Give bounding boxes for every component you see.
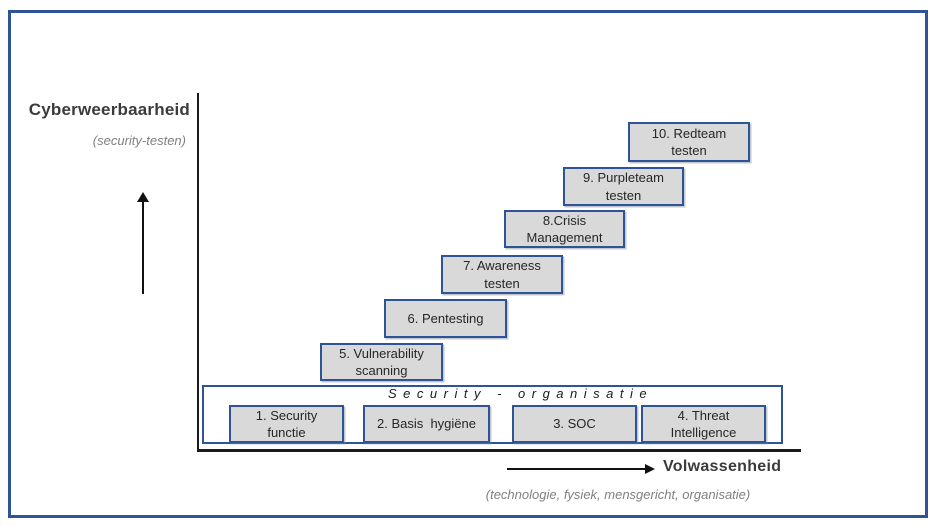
y-axis-subtitle: (security-testen) bbox=[92, 133, 186, 148]
stage-box-8-crisis-management: 8.Crisis Management bbox=[504, 210, 625, 248]
stage-box-4-threat-intelligence: 4. Threat Intelligence bbox=[641, 405, 766, 443]
outer-frame bbox=[8, 10, 928, 518]
y-axis-line bbox=[197, 93, 199, 451]
stage-box-5-vulnerability-scanning: 5. Vulnerability scanning bbox=[320, 343, 443, 381]
stage-box-6-pentesting: 6. Pentesting bbox=[384, 299, 507, 338]
right-arrow-icon bbox=[645, 464, 655, 474]
stage-box-7-awareness-testen: 7. Awareness testen bbox=[441, 255, 563, 294]
stage-box-10-redteam-testen: 10. Redteam testen bbox=[628, 122, 750, 162]
stage-box-9-purpleteam-testen: 9. Purpleteam testen bbox=[563, 167, 684, 206]
up-arrow-shaft bbox=[142, 200, 144, 294]
security-organisatie-label: Security - organisatie bbox=[388, 386, 654, 401]
right-arrow-shaft bbox=[507, 468, 645, 470]
stage-box-3-soc: 3. SOC bbox=[512, 405, 637, 443]
x-axis-line bbox=[197, 449, 801, 452]
y-axis-title: Cyberweerbaarheid bbox=[28, 100, 190, 119]
x-axis-subtitle: (technologie, fysiek, mensgericht, organ… bbox=[485, 487, 751, 502]
stage-box-2-basis-hygiene: 2. Basis hygiëne bbox=[363, 405, 490, 443]
x-axis-title: Volwassenheid bbox=[663, 458, 782, 475]
up-arrow-icon bbox=[137, 192, 149, 202]
stage-box-1-security-functie: 1. Security functie bbox=[229, 405, 344, 443]
